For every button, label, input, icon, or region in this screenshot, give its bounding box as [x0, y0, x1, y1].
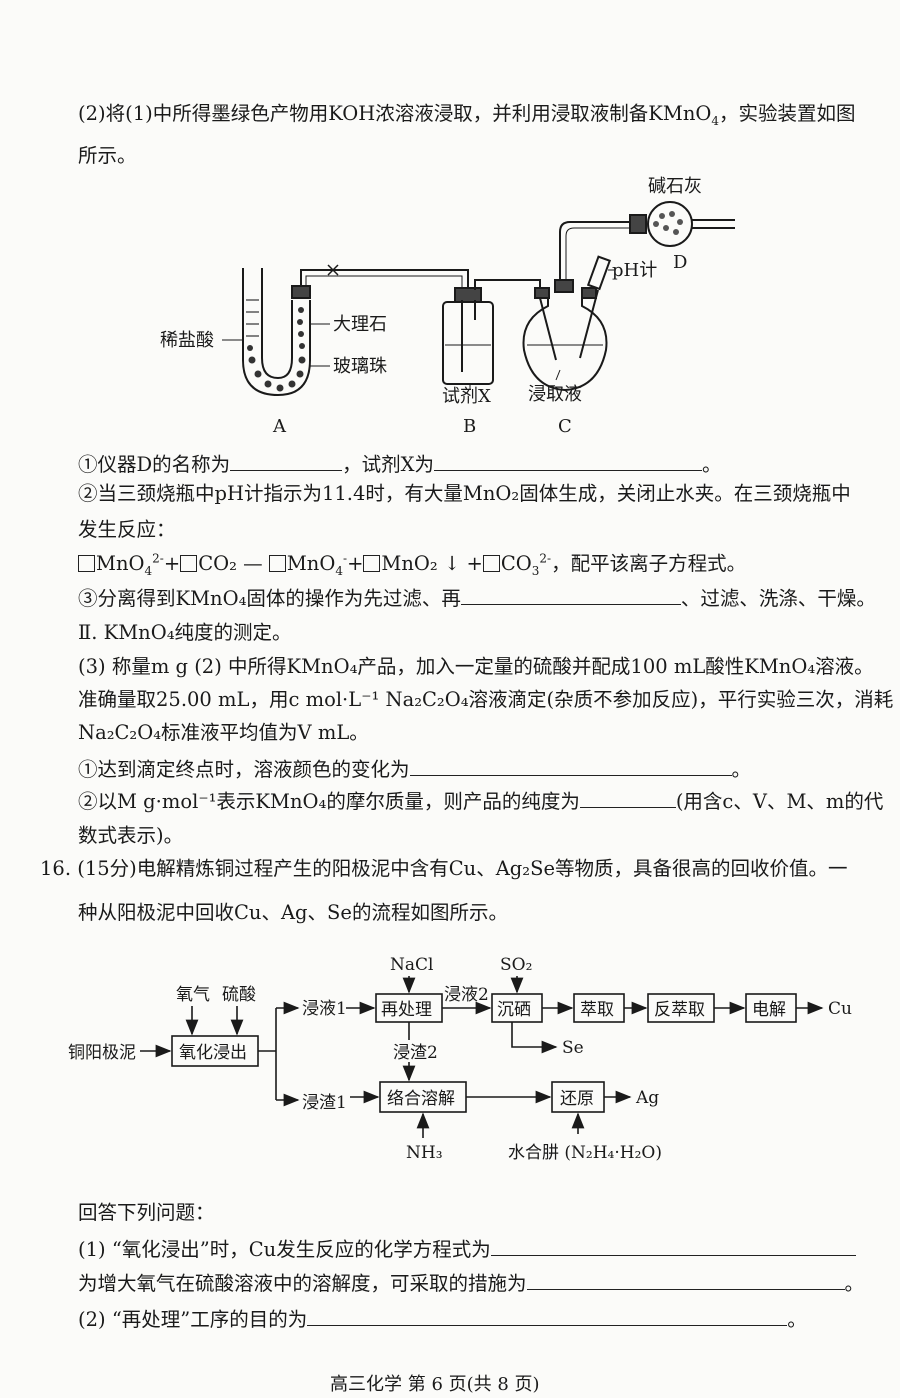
answer-blank[interactable]	[230, 450, 343, 471]
box-reduce	[551, 1081, 605, 1113]
flow-leach1: 浸液1	[302, 999, 347, 1019]
label-b: B	[463, 416, 476, 437]
flow-hydrazine: 水合肼 (N₂H₄·H₂O)	[508, 1143, 662, 1163]
q16-intro-line1: 16. (15分)电解精炼铜过程产生的阳极泥中含有Cu、Ag₂Se等物质，具备很…	[40, 857, 848, 880]
flow-sulfuric: 硫酸	[222, 985, 256, 1005]
label-d: D	[673, 252, 687, 273]
flow-ag: Ag	[635, 1088, 659, 1108]
p3-sub1: ①达到滴定终点时，溶液颜色的变化为。	[78, 755, 751, 783]
box-oxidize	[171, 1035, 259, 1067]
q15-sub1: ①仪器D的名称为，试剂X为。	[78, 450, 722, 478]
q15-sub3: ③分离得到KMnO₄固体的操作为先过滤、再、过滤、洗涤、干燥。	[78, 584, 876, 612]
flow-box-retreat-label: 再处理	[381, 1000, 432, 1020]
bottle-b	[442, 301, 494, 385]
label-a: A	[272, 416, 287, 437]
coefficient-box[interactable]	[268, 555, 286, 572]
p3-sub2: ②以M g·mol⁻¹表示KMnO₄的摩尔质量，则产品的纯度为(用含c、V、M、…	[78, 787, 883, 815]
lime-granules	[653, 211, 683, 235]
apparatus-diagram: 碱石灰 pH计 D 稀盐酸 大理石 玻璃珠 试剂X 浸取液 A B C	[160, 176, 735, 437]
coefficient-box[interactable]	[180, 555, 198, 572]
clamp	[327, 264, 339, 276]
box-extract	[573, 993, 625, 1023]
coefficient-box[interactable]	[363, 555, 381, 572]
flow-nh3: NH₃	[406, 1143, 443, 1163]
marble-beads	[247, 307, 306, 392]
label-acid: 稀盐酸	[160, 330, 214, 351]
q16-sub1-line2: 为增大氧气在硫酸溶液中的溶解度，可采取的措施为。	[78, 1269, 864, 1297]
drying-tube-d	[647, 201, 693, 247]
coefficient-box[interactable]	[78, 555, 95, 572]
q15-sub2-line2: 发生反应：	[78, 518, 176, 541]
box-electrolysis	[745, 993, 797, 1023]
acid-level	[246, 299, 259, 337]
box-se	[491, 993, 543, 1023]
flow-box-oxidize-label: 氧化浸出	[179, 1043, 247, 1063]
p3-line3: Na₂C₂O₄标准液平均值为V mL。	[78, 721, 369, 744]
part2-intro-line2: 所示。	[78, 144, 137, 167]
page-footer: 高三化学 第 6 页(共 8 页)	[330, 1374, 540, 1395]
part2-intro: (2)将(1)中所得墨绿色产物用KOH浓溶液浸取，并利用浸取液制备KMnO4，实…	[78, 102, 856, 128]
section-ii-heading: Ⅱ. KMnO₄纯度的测定。	[78, 621, 292, 644]
flow-box-extract-label: 萃取	[580, 1000, 614, 1020]
q16-sub1: (1) “氧化浸出”时，Cu发生反应的化学方程式为	[78, 1235, 856, 1263]
coefficient-box[interactable]	[482, 555, 500, 572]
ion-equation: MnO42-+CO₂ — MnO4-+MnO₂ ↓ +CO32-，配平该离子方程…	[78, 551, 746, 577]
u-tube-stopper	[291, 285, 311, 299]
flask-c	[522, 298, 608, 392]
label-reagent-x: 试剂X	[442, 386, 491, 407]
q15-sub2-line1: ②当三颈烧瓶中pH计指示为11.4时，有大量MnO₂固体生成，关闭止水夹。在三颈…	[78, 482, 851, 505]
flow-feed: 铜阳极泥	[68, 1043, 136, 1063]
label-lime: 碱石灰	[648, 176, 702, 197]
answer-blank[interactable]	[434, 450, 703, 471]
q16-sub2: (2) “再处理”工序的目的为。	[78, 1305, 807, 1333]
q16-intro-line2: 种从阳极泥中回收Cu、Ag、Se的流程如图所示。	[78, 901, 508, 924]
p3-line1: (3) 称量m g (2) 中所得KMnO₄产品，加入一定量的硫酸并配成100 …	[78, 655, 874, 678]
label-extract: 浸取液	[528, 384, 582, 405]
u-tube	[242, 268, 311, 397]
flow-box-back-label: 反萃取	[654, 1000, 705, 1020]
answer-blank[interactable]	[409, 755, 732, 776]
flow-leach2: 浸液2	[444, 985, 489, 1005]
flow-nacl: NaCl	[390, 955, 433, 975]
label-beads: 玻璃珠	[333, 356, 387, 377]
flow-box-complex-label: 络合溶解	[387, 1089, 455, 1109]
flow-residue2: 浸渣2	[393, 1043, 438, 1063]
p3-sub2-line2: 数式表示)。	[78, 824, 184, 847]
label-c: C	[558, 416, 572, 437]
box-retreat	[375, 993, 443, 1023]
flow-box-reduce-label: 还原	[560, 1089, 594, 1109]
p3-line2: 准确量取25.00 mL，用c mol·L⁻¹ Na₂C₂O₄溶液滴定(杂质不参…	[78, 688, 894, 711]
flow-oxygen: 氧气	[176, 985, 210, 1005]
flow-box-se-label: 沉硒	[497, 1000, 531, 1020]
box-back-extract	[647, 993, 715, 1023]
flow-box-elec-label: 电解	[752, 1000, 786, 1020]
answer-blank[interactable]	[307, 1305, 788, 1326]
flow-so2: SO₂	[500, 955, 532, 975]
answer-blank[interactable]	[490, 1235, 856, 1256]
label-ph-meter: pH计	[612, 260, 657, 281]
answer-blank[interactable]	[526, 1269, 845, 1290]
label-marble: 大理石	[333, 314, 387, 335]
answer-prompt: 回答下列问题：	[78, 1201, 215, 1224]
flow-se: Se	[562, 1038, 584, 1058]
box-complex	[379, 1081, 467, 1113]
answer-blank[interactable]	[460, 584, 681, 605]
answer-blank[interactable]	[579, 787, 676, 808]
ph-probe	[586, 255, 612, 291]
flow-residue1: 浸渣1	[302, 1093, 347, 1113]
flow-cu: Cu	[828, 999, 852, 1019]
